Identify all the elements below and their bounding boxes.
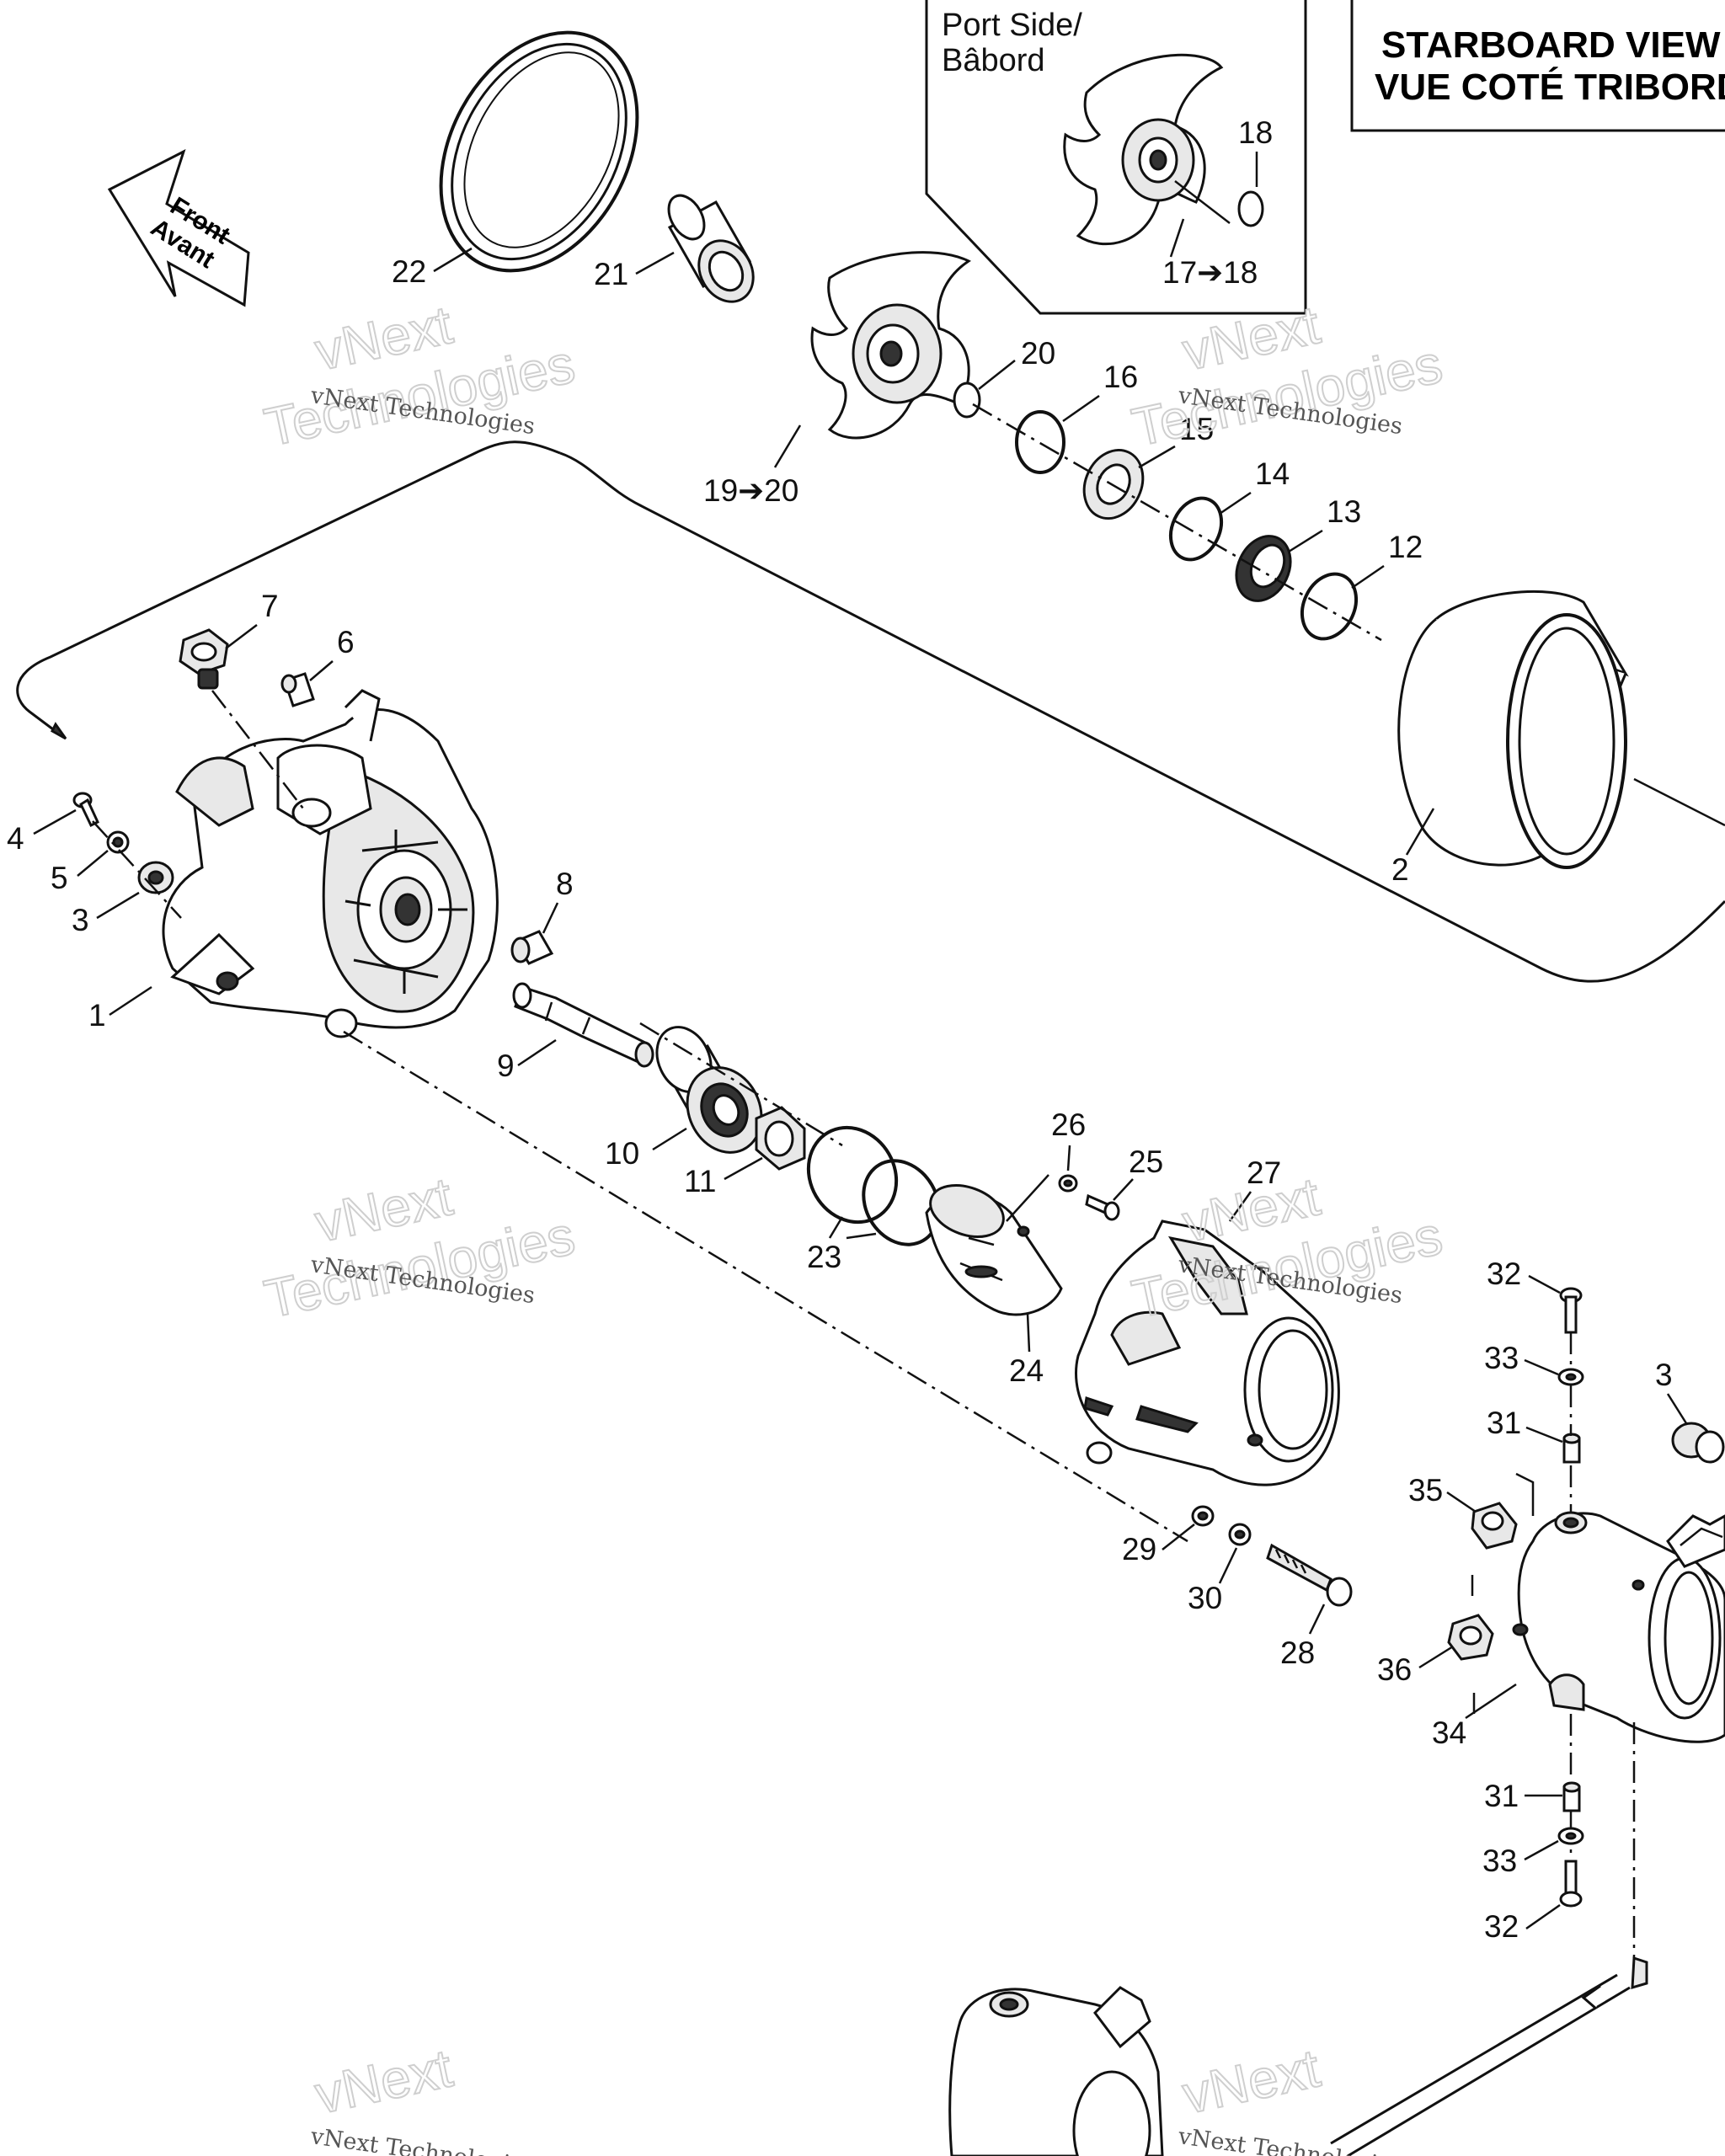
title-box: STARBOARD VIEW VUE COTÉ TRIBORD bbox=[1350, 0, 1725, 132]
oring-23a bbox=[806, 1125, 899, 1225]
svg-text:vNext Technologies: vNext Technologies bbox=[1176, 2123, 1404, 2156]
title-line-1: STARBOARD VIEW bbox=[1381, 24, 1721, 66]
label-25: 25 bbox=[1129, 1145, 1163, 1179]
sleeve-6 bbox=[280, 672, 315, 707]
front-direction-arrow: Front Avant bbox=[107, 149, 250, 307]
venturi-27 bbox=[1075, 1219, 1340, 1486]
label-8: 8 bbox=[556, 867, 574, 901]
bushing-35 bbox=[1471, 1502, 1518, 1550]
label-36: 36 bbox=[1377, 1652, 1412, 1687]
watermark-5: vNext vNext Technologies bbox=[308, 2036, 537, 2156]
label-27: 27 bbox=[1247, 1155, 1281, 1190]
sleeve-21 bbox=[667, 194, 755, 303]
steering-nozzle-34 bbox=[1512, 1511, 1725, 1743]
label-31-top: 31 bbox=[1487, 1406, 1521, 1440]
steering-cable bbox=[1330, 1956, 1648, 2156]
screw-4 bbox=[72, 792, 99, 828]
label-6: 6 bbox=[337, 625, 355, 659]
label-29: 29 bbox=[1122, 1532, 1156, 1566]
svg-text:vNext: vNext bbox=[310, 2037, 457, 2125]
label-34: 34 bbox=[1432, 1716, 1466, 1750]
watermark-6: vNext vNext Technologies bbox=[1176, 2036, 1404, 2156]
label-13: 13 bbox=[1327, 494, 1361, 529]
washer-33-top bbox=[1557, 1368, 1584, 1386]
label-18-inset: 18 bbox=[1238, 115, 1273, 150]
label-23: 23 bbox=[807, 1240, 841, 1274]
bushing-8 bbox=[510, 930, 554, 965]
label-20: 20 bbox=[1021, 336, 1055, 371]
label-16: 16 bbox=[1103, 360, 1138, 394]
label-30: 30 bbox=[1188, 1581, 1222, 1615]
label-31-bottom: 31 bbox=[1484, 1779, 1519, 1813]
label-17-18: 17➔18 bbox=[1162, 255, 1258, 290]
svg-text:vNext: vNext bbox=[1178, 2037, 1325, 2125]
label-19-20: 19➔20 bbox=[703, 473, 798, 508]
impeller-19 bbox=[810, 251, 981, 440]
label-15: 15 bbox=[1179, 412, 1214, 446]
watermark-2: vNext Technologies vNext Technologies bbox=[1126, 293, 1448, 458]
screw-32-bottom bbox=[1559, 1860, 1583, 1908]
label-33-top: 33 bbox=[1484, 1341, 1519, 1375]
washer-29 bbox=[1191, 1505, 1215, 1527]
bearing-13 bbox=[1235, 535, 1292, 602]
label-9: 9 bbox=[497, 1049, 515, 1083]
plug-7 bbox=[179, 628, 229, 690]
oring-23b bbox=[862, 1159, 941, 1246]
label-4: 4 bbox=[7, 821, 24, 856]
label-32-bottom: 32 bbox=[1484, 1909, 1519, 1944]
label-5: 5 bbox=[51, 861, 68, 895]
label-3-left: 3 bbox=[72, 903, 89, 937]
label-26: 26 bbox=[1051, 1107, 1086, 1142]
label-1: 1 bbox=[88, 998, 106, 1033]
label-7: 7 bbox=[261, 589, 279, 623]
label-21: 21 bbox=[594, 257, 628, 291]
circlip-16 bbox=[1015, 410, 1065, 474]
steering-nozzle-lower bbox=[948, 1986, 1164, 2156]
nut-11 bbox=[755, 1106, 806, 1171]
washer-33-bottom bbox=[1557, 1827, 1584, 1845]
watermark-1: vNext Technologies vNext Technologies bbox=[259, 293, 580, 458]
title-line-2: VUE COTÉ TRIBORD bbox=[1375, 66, 1725, 108]
wear-ring-2 bbox=[1397, 590, 1629, 869]
label-28: 28 bbox=[1280, 1636, 1315, 1670]
inset-line-2: Bâbord bbox=[942, 43, 1045, 78]
label-33-bottom: 33 bbox=[1482, 1844, 1517, 1878]
label-32-top: 32 bbox=[1487, 1257, 1521, 1291]
nut-3-right bbox=[1671, 1422, 1725, 1464]
oring-12 bbox=[1300, 572, 1359, 641]
label-14: 14 bbox=[1255, 456, 1290, 491]
screw-25 bbox=[1085, 1193, 1120, 1221]
screw-28 bbox=[1266, 1543, 1353, 1607]
oring-14 bbox=[1168, 496, 1224, 562]
label-24: 24 bbox=[1009, 1353, 1044, 1388]
nut-3 bbox=[137, 861, 174, 894]
label-22: 22 bbox=[392, 254, 426, 289]
bushing-31-bottom bbox=[1562, 1781, 1581, 1812]
screw-32-top bbox=[1559, 1287, 1583, 1334]
label-3-right: 3 bbox=[1655, 1358, 1673, 1392]
washer-26 bbox=[1058, 1174, 1078, 1193]
washer-5 bbox=[106, 830, 130, 854]
label-11: 11 bbox=[684, 1164, 716, 1198]
label-2: 2 bbox=[1391, 852, 1409, 887]
inset-line-1: Port Side/ bbox=[942, 8, 1082, 43]
cone-24 bbox=[925, 1184, 1063, 1316]
shaft-9 bbox=[512, 982, 654, 1068]
watermark-3: vNext Technologies vNext Technologies bbox=[259, 1165, 580, 1330]
label-10: 10 bbox=[605, 1136, 639, 1171]
bearing-10 bbox=[655, 1026, 763, 1154]
label-35: 35 bbox=[1408, 1473, 1443, 1508]
ring-22 bbox=[439, 30, 639, 273]
svg-text:vNext Technologies: vNext Technologies bbox=[308, 2123, 537, 2156]
impeller-port-drawing bbox=[1063, 53, 1264, 246]
bushing-36 bbox=[1447, 1614, 1494, 1661]
pump-housing-1 bbox=[162, 689, 499, 1038]
bushing-31-top bbox=[1562, 1433, 1581, 1464]
washer-30 bbox=[1228, 1523, 1252, 1546]
port-side-inset: Port Side/ Bâbord 18 17➔18 bbox=[925, 0, 1307, 315]
label-12: 12 bbox=[1388, 530, 1423, 564]
